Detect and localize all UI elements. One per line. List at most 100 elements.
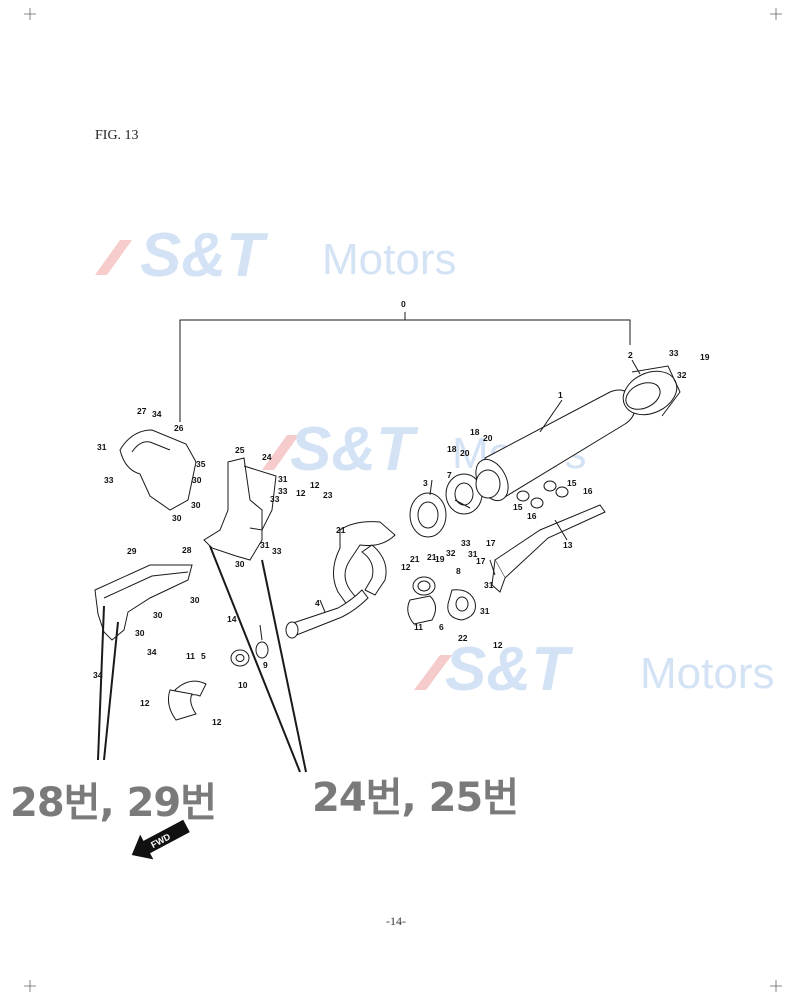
callout-32: 32 (446, 548, 456, 558)
callout-30: 30 (153, 610, 163, 620)
callout-34: 34 (93, 670, 103, 680)
callout-2: 2 (628, 350, 633, 360)
callout-33: 33 (669, 348, 679, 358)
callout-33: 33 (104, 475, 114, 485)
figure-title: FIG. 13 (95, 128, 139, 143)
page-number: -14- (386, 914, 406, 928)
exhaust-flange (409, 469, 501, 538)
callout-12: 12 (401, 562, 411, 572)
callout-33: 33 (461, 538, 471, 548)
callout-31: 31 (468, 549, 478, 559)
crop-mark-bottom-left (24, 980, 36, 992)
callout-1: 1 (558, 390, 563, 400)
callout-9: 9 (263, 660, 268, 670)
callout-16: 16 (583, 486, 593, 496)
callout-11: 11 (414, 622, 423, 632)
callout-30: 30 (192, 475, 202, 485)
heat-shield-lower (94, 564, 193, 641)
callout-15: 15 (513, 502, 523, 512)
callout-31: 31 (278, 474, 288, 484)
callout-28: 28 (182, 545, 192, 555)
callout-30: 30 (135, 628, 145, 638)
callout-21: 21 (336, 525, 346, 535)
callout-17: 17 (486, 538, 496, 548)
crop-mark-top-left (24, 8, 36, 20)
callout-10: 10 (238, 680, 248, 690)
watermark-1: S&T Motors (95, 221, 456, 290)
watermark-word: Motors (322, 235, 456, 284)
callout-25: 25 (235, 445, 245, 455)
callout-33: 33 (278, 486, 288, 496)
watermark-slash-icon (95, 240, 132, 275)
exhaust-pipe (285, 589, 369, 639)
callout-21: 21 (410, 554, 420, 564)
watermark-logo: S&T (290, 415, 419, 484)
crop-mark-top-right (770, 8, 782, 20)
callout-32: 32 (677, 370, 687, 380)
heat-shield-middle (203, 457, 277, 561)
callout-30: 30 (172, 513, 182, 523)
watermark-logo: S&T (140, 221, 269, 290)
annotation-left: 28번, 29번 (10, 780, 217, 826)
callout-30: 30 (191, 500, 201, 510)
callout-34: 34 (152, 409, 162, 419)
callout-31: 31 (480, 606, 490, 616)
watermark-2: S&T Motors (262, 415, 586, 484)
callout-31: 31 (260, 540, 270, 550)
callout-12: 12 (212, 717, 222, 727)
callout-12: 12 (296, 488, 306, 498)
rubber-mounts (516, 480, 569, 509)
watermark-word: Motors (640, 649, 774, 698)
callout-12: 12 (310, 480, 320, 490)
callout-13: 13 (563, 540, 573, 550)
callout-26: 26 (174, 423, 184, 433)
callout-20: 20 (483, 433, 493, 443)
muffler-end-cap (622, 365, 681, 417)
callout-27: 27 (137, 406, 147, 416)
watermark-slash-icon (262, 435, 299, 470)
pipe-clamp (230, 641, 269, 667)
exhaust-header-pipes (333, 521, 396, 607)
callout-18: 18 (470, 427, 480, 437)
watermark-3: S&T Motors (414, 635, 774, 704)
watermark-logo: S&T (445, 635, 574, 704)
callout-5: 5 (201, 651, 206, 661)
callout-0: 0 (401, 299, 406, 309)
callout-35: 35 (196, 459, 206, 469)
callout-29: 29 (127, 546, 137, 556)
callout-30: 30 (235, 559, 245, 569)
callout-33: 33 (272, 546, 282, 556)
crop-mark-bottom-right (770, 980, 782, 992)
callout-15: 15 (567, 478, 577, 488)
callout-33: 33 (270, 494, 280, 504)
callout-6: 6 (439, 622, 444, 632)
callout-7: 7 (447, 470, 452, 480)
muffler-bracket (491, 504, 606, 593)
callout-12: 12 (140, 698, 150, 708)
callout-14: 14 (227, 614, 237, 624)
callout-17: 17 (476, 556, 486, 566)
callout-18: 18 (447, 444, 457, 454)
exhaust-joint (407, 576, 476, 625)
callout-21: 21 (427, 552, 437, 562)
leader-lines (259, 359, 641, 641)
callout-19: 19 (435, 554, 445, 564)
callout-24: 24 (262, 452, 272, 462)
callout-34: 34 (147, 647, 157, 657)
callout-4: 4 (315, 598, 320, 608)
callout-3: 3 (423, 478, 428, 488)
callout-31: 31 (97, 442, 107, 452)
callout-19: 19 (700, 352, 710, 362)
callout-16: 16 (527, 511, 537, 521)
callout-8: 8 (456, 566, 461, 576)
annotation-right: 24번, 25번 (312, 775, 519, 821)
callout-11: 11 (186, 651, 195, 661)
heat-shield-upper (119, 429, 197, 511)
callout-23: 23 (323, 490, 333, 500)
exhaust-gasket (168, 680, 207, 721)
callout-20: 20 (460, 448, 470, 458)
assembly-bracket (179, 312, 631, 422)
callout-12: 12 (493, 640, 503, 650)
